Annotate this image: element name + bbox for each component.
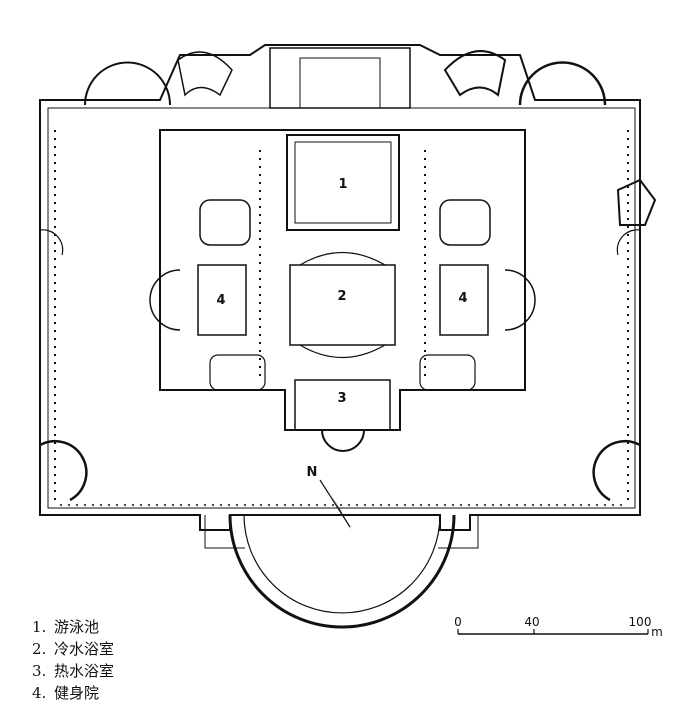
north-exedra-right: [518, 61, 607, 106]
legend-number: 4.: [32, 684, 47, 702]
north-exedra-left: [84, 61, 171, 106]
caldarium: [294, 379, 391, 431]
legend-item: 3. 热水浴室: [32, 660, 114, 682]
scale-unit: m: [651, 625, 663, 639]
scale-bar: 0 40 100 m: [454, 615, 663, 639]
natatio-outer: [286, 134, 400, 231]
scale-tick-100: 100: [629, 615, 652, 629]
exedra-outer: [228, 514, 456, 629]
legend-number: 2.: [32, 640, 47, 658]
legend-text: 冷水浴室: [54, 640, 115, 658]
natatio-inner: [294, 141, 392, 224]
palaestra-left: [197, 264, 247, 336]
palaestra-right: [439, 264, 489, 336]
room-label-palaestra-left: 4: [216, 293, 225, 308]
outer-enclosure-wall: [39, 44, 641, 531]
room-label-frigidarium: 2: [337, 289, 346, 304]
legend-text: 热水浴室: [54, 662, 115, 680]
legend-text: 健身院: [54, 684, 100, 702]
frigidarium: [289, 264, 396, 346]
north-label: N: [307, 465, 318, 480]
scale-tick-40: 40: [524, 615, 539, 629]
outer-enclosure-inner-wall: [47, 107, 636, 509]
legend-item: 1. 游泳池: [32, 616, 114, 638]
north-arrow: N: [307, 465, 352, 531]
room-label-palaestra-right: 4: [458, 291, 467, 306]
legend-number: 1.: [32, 618, 47, 636]
legend-number: 3.: [32, 662, 47, 680]
legend-text: 游泳池: [54, 618, 100, 636]
legend-item: 2. 冷水浴室: [32, 638, 114, 660]
scale-tick-0: 0: [454, 615, 462, 629]
legend: 1. 游泳池 2. 冷水浴室 3. 热水浴室 4. 健身院: [32, 616, 114, 704]
central-bath-block: [159, 129, 526, 431]
room-label-caldarium: 3: [337, 391, 346, 406]
legend-item: 4. 健身院: [32, 682, 114, 704]
exedra-inner: [243, 514, 441, 614]
room-label-pool: 1: [338, 177, 347, 192]
